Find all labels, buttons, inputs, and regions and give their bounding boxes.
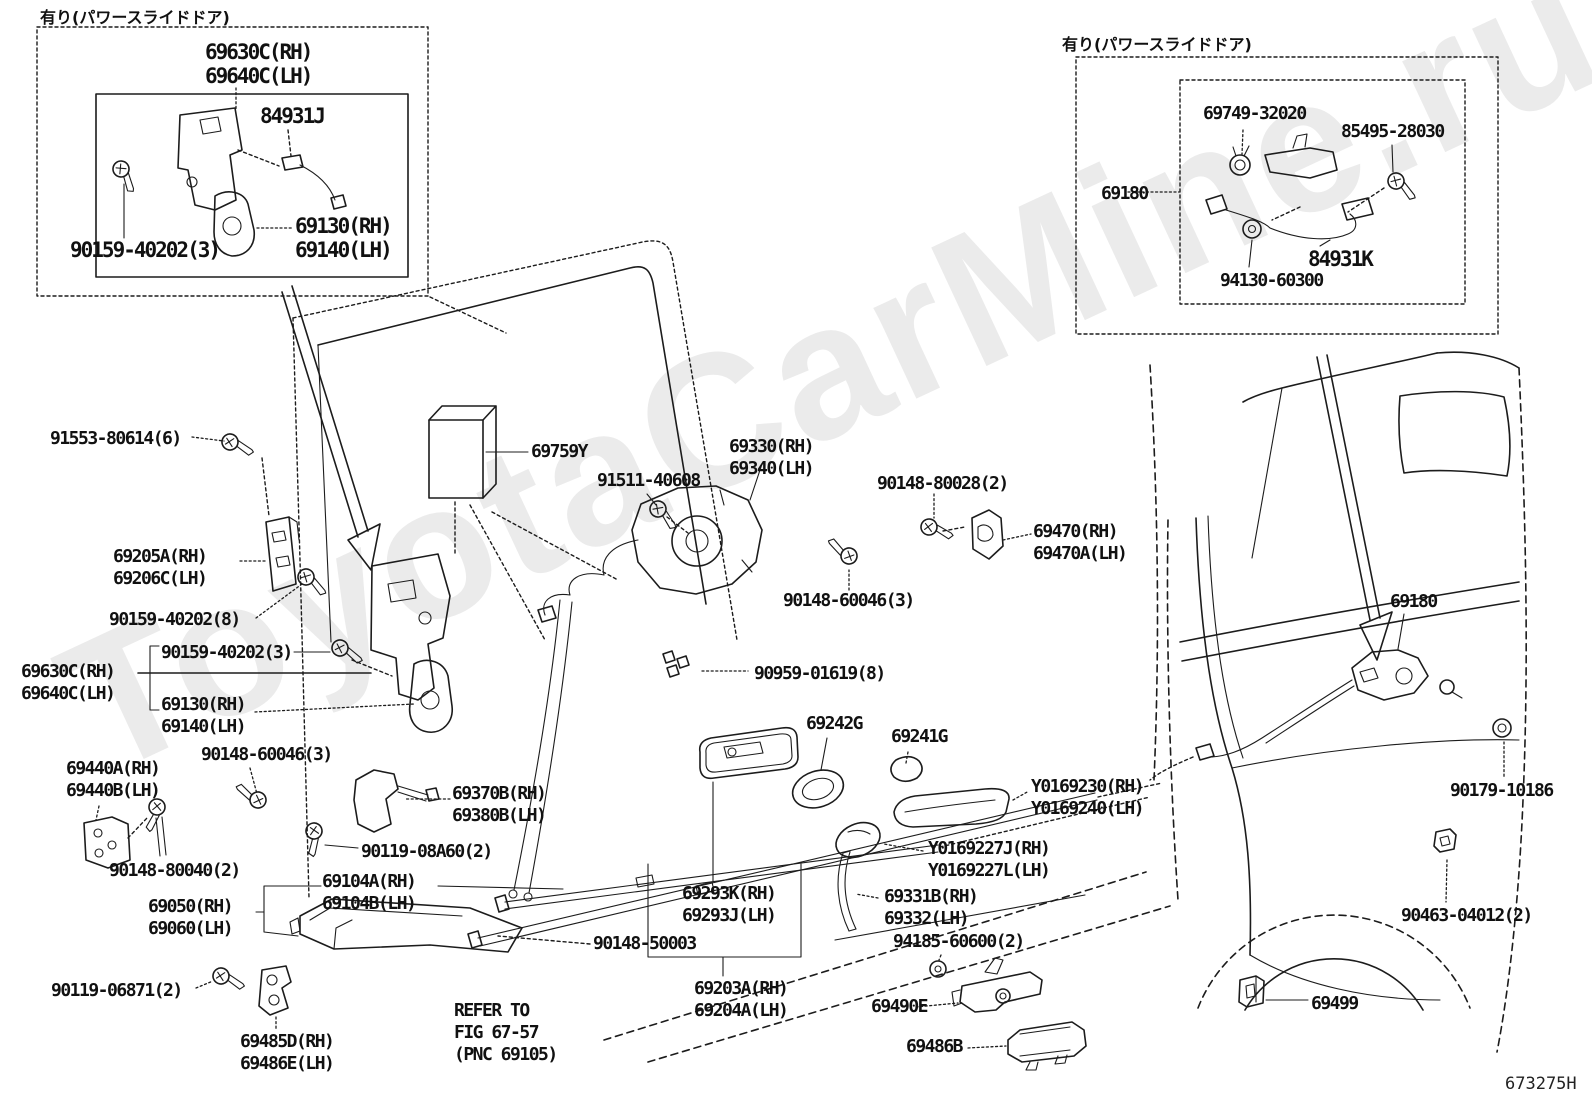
car-body-drawing [603, 351, 1527, 1063]
part-label-m-90159-40202-3: 90159-40202(3) [161, 642, 293, 663]
part-label-m-90148-80028-2: 90148-80028(2) [877, 473, 1009, 494]
part-label-m-69104a: 69104A(RH) 69104B(LH) [322, 871, 417, 914]
part-label-m-69330: 69330(RH) 69340(LH) [729, 436, 815, 479]
part-label-m-69499: 69499 [1311, 993, 1359, 1014]
part-label-tr-94130-60300: 94130-60300 [1220, 270, 1324, 291]
part-label-m-69486b: 69486B [906, 1036, 964, 1057]
sliding-door-drawing [281, 240, 738, 899]
part-label-m-90148-60046-3-l: 90148-60046(3) [201, 744, 333, 765]
part-label-tr-69180: 69180 [1101, 183, 1149, 204]
part-label-m-69050: 69050(RH) 69060(LH) [148, 896, 234, 939]
part-label-tl-69130: 69130(RH) 69140(LH) [295, 214, 393, 262]
part-label-m-69180-body: 69180 [1390, 591, 1438, 612]
part-label-tr-84931k: 84931K [1308, 247, 1374, 271]
part-label-m-y0169230: Y0169230(RH) Y0169240(LH) [1031, 776, 1145, 819]
part-label-m-69370b: 69370B(RH) 69380B(LH) [452, 783, 547, 826]
part-label-tl-69630c: 69630C(RH) 69640C(LH) [205, 40, 313, 88]
part-label-m-69759y: 69759Y [531, 441, 589, 462]
inset-top-left-drawing [36, 26, 507, 334]
part-label-m-69241g: 69241G [891, 726, 949, 747]
part-label-m-91511-40608: 91511-40608 [597, 470, 701, 491]
part-label-m-90119-08a60-2: 90119-08A60(2) [361, 841, 493, 862]
part-label-m-90159-40202-8: 90159-40202(8) [109, 609, 241, 630]
part-label-m-69490e: 69490E [871, 996, 929, 1017]
part-label-m-90148-50003: 90148-50003 [593, 933, 697, 954]
part-label-m-refer-note: REFER TO FIG 67-57 (PNC 69105) [454, 1000, 558, 1065]
part-label-m-69440a: 69440A(RH) 69440B(LH) [66, 758, 161, 801]
inset-top-right-caption: 有り(パワースライドドア) [1062, 35, 1252, 54]
part-label-m-90463-04012-2: 90463-04012(2) [1401, 905, 1533, 926]
part-label-m-69630c: 69630C(RH) 69640C(LH) [21, 661, 116, 704]
inset-top-left-caption: 有り(パワースライドドア) [40, 8, 230, 27]
part-label-m-69485d: 69485D(RH) 69486E(LH) [240, 1031, 335, 1074]
part-label-tr-69749-32020: 69749-32020 [1203, 103, 1307, 124]
part-label-tl-84931j: 84931J [260, 104, 326, 128]
part-label-m-69205a: 69205A(RH) 69206C(LH) [113, 546, 208, 589]
doc-code: 673275H [1505, 1074, 1577, 1094]
part-label-m-69130: 69130(RH) 69140(LH) [161, 694, 247, 737]
part-label-m-90179-10186: 90179-10186 [1450, 780, 1554, 801]
part-label-m-94185-60600-2: 94185-60600(2) [893, 931, 1025, 952]
part-label-m-69203a: 69203A(RH) 69204A(LH) [694, 978, 789, 1021]
part-label-m-90148-80040-2: 90148-80040(2) [109, 860, 241, 881]
part-label-m-y0169227j: Y0169227J(RH) Y0169227L(LH) [928, 838, 1051, 881]
part-label-tr-85495-28030: 85495-28030 [1341, 121, 1445, 142]
part-label-m-69242g: 69242G [806, 713, 864, 734]
part-label-m-69470: 69470(RH) 69470A(LH) [1033, 521, 1128, 564]
part-label-tl-90159-40202-3: 90159-40202(3) [70, 238, 221, 262]
part-label-m-91553-80614-6: 91553-80614(6) [50, 428, 182, 449]
part-label-m-90148-60046-3-r: 90148-60046(3) [783, 590, 915, 611]
part-label-m-90119-06871-2: 90119-06871(2) [51, 980, 183, 1001]
inset-top-right-drawing [1075, 56, 1499, 335]
part-label-m-69293k: 69293K(RH) 69293J(LH) [682, 883, 777, 926]
part-label-m-69331b: 69331B(RH) 69332(LH) [884, 886, 979, 929]
leader-lines [95, 436, 1505, 1049]
part-label-m-90959-01619-8: 90959-01619(8) [754, 663, 886, 684]
